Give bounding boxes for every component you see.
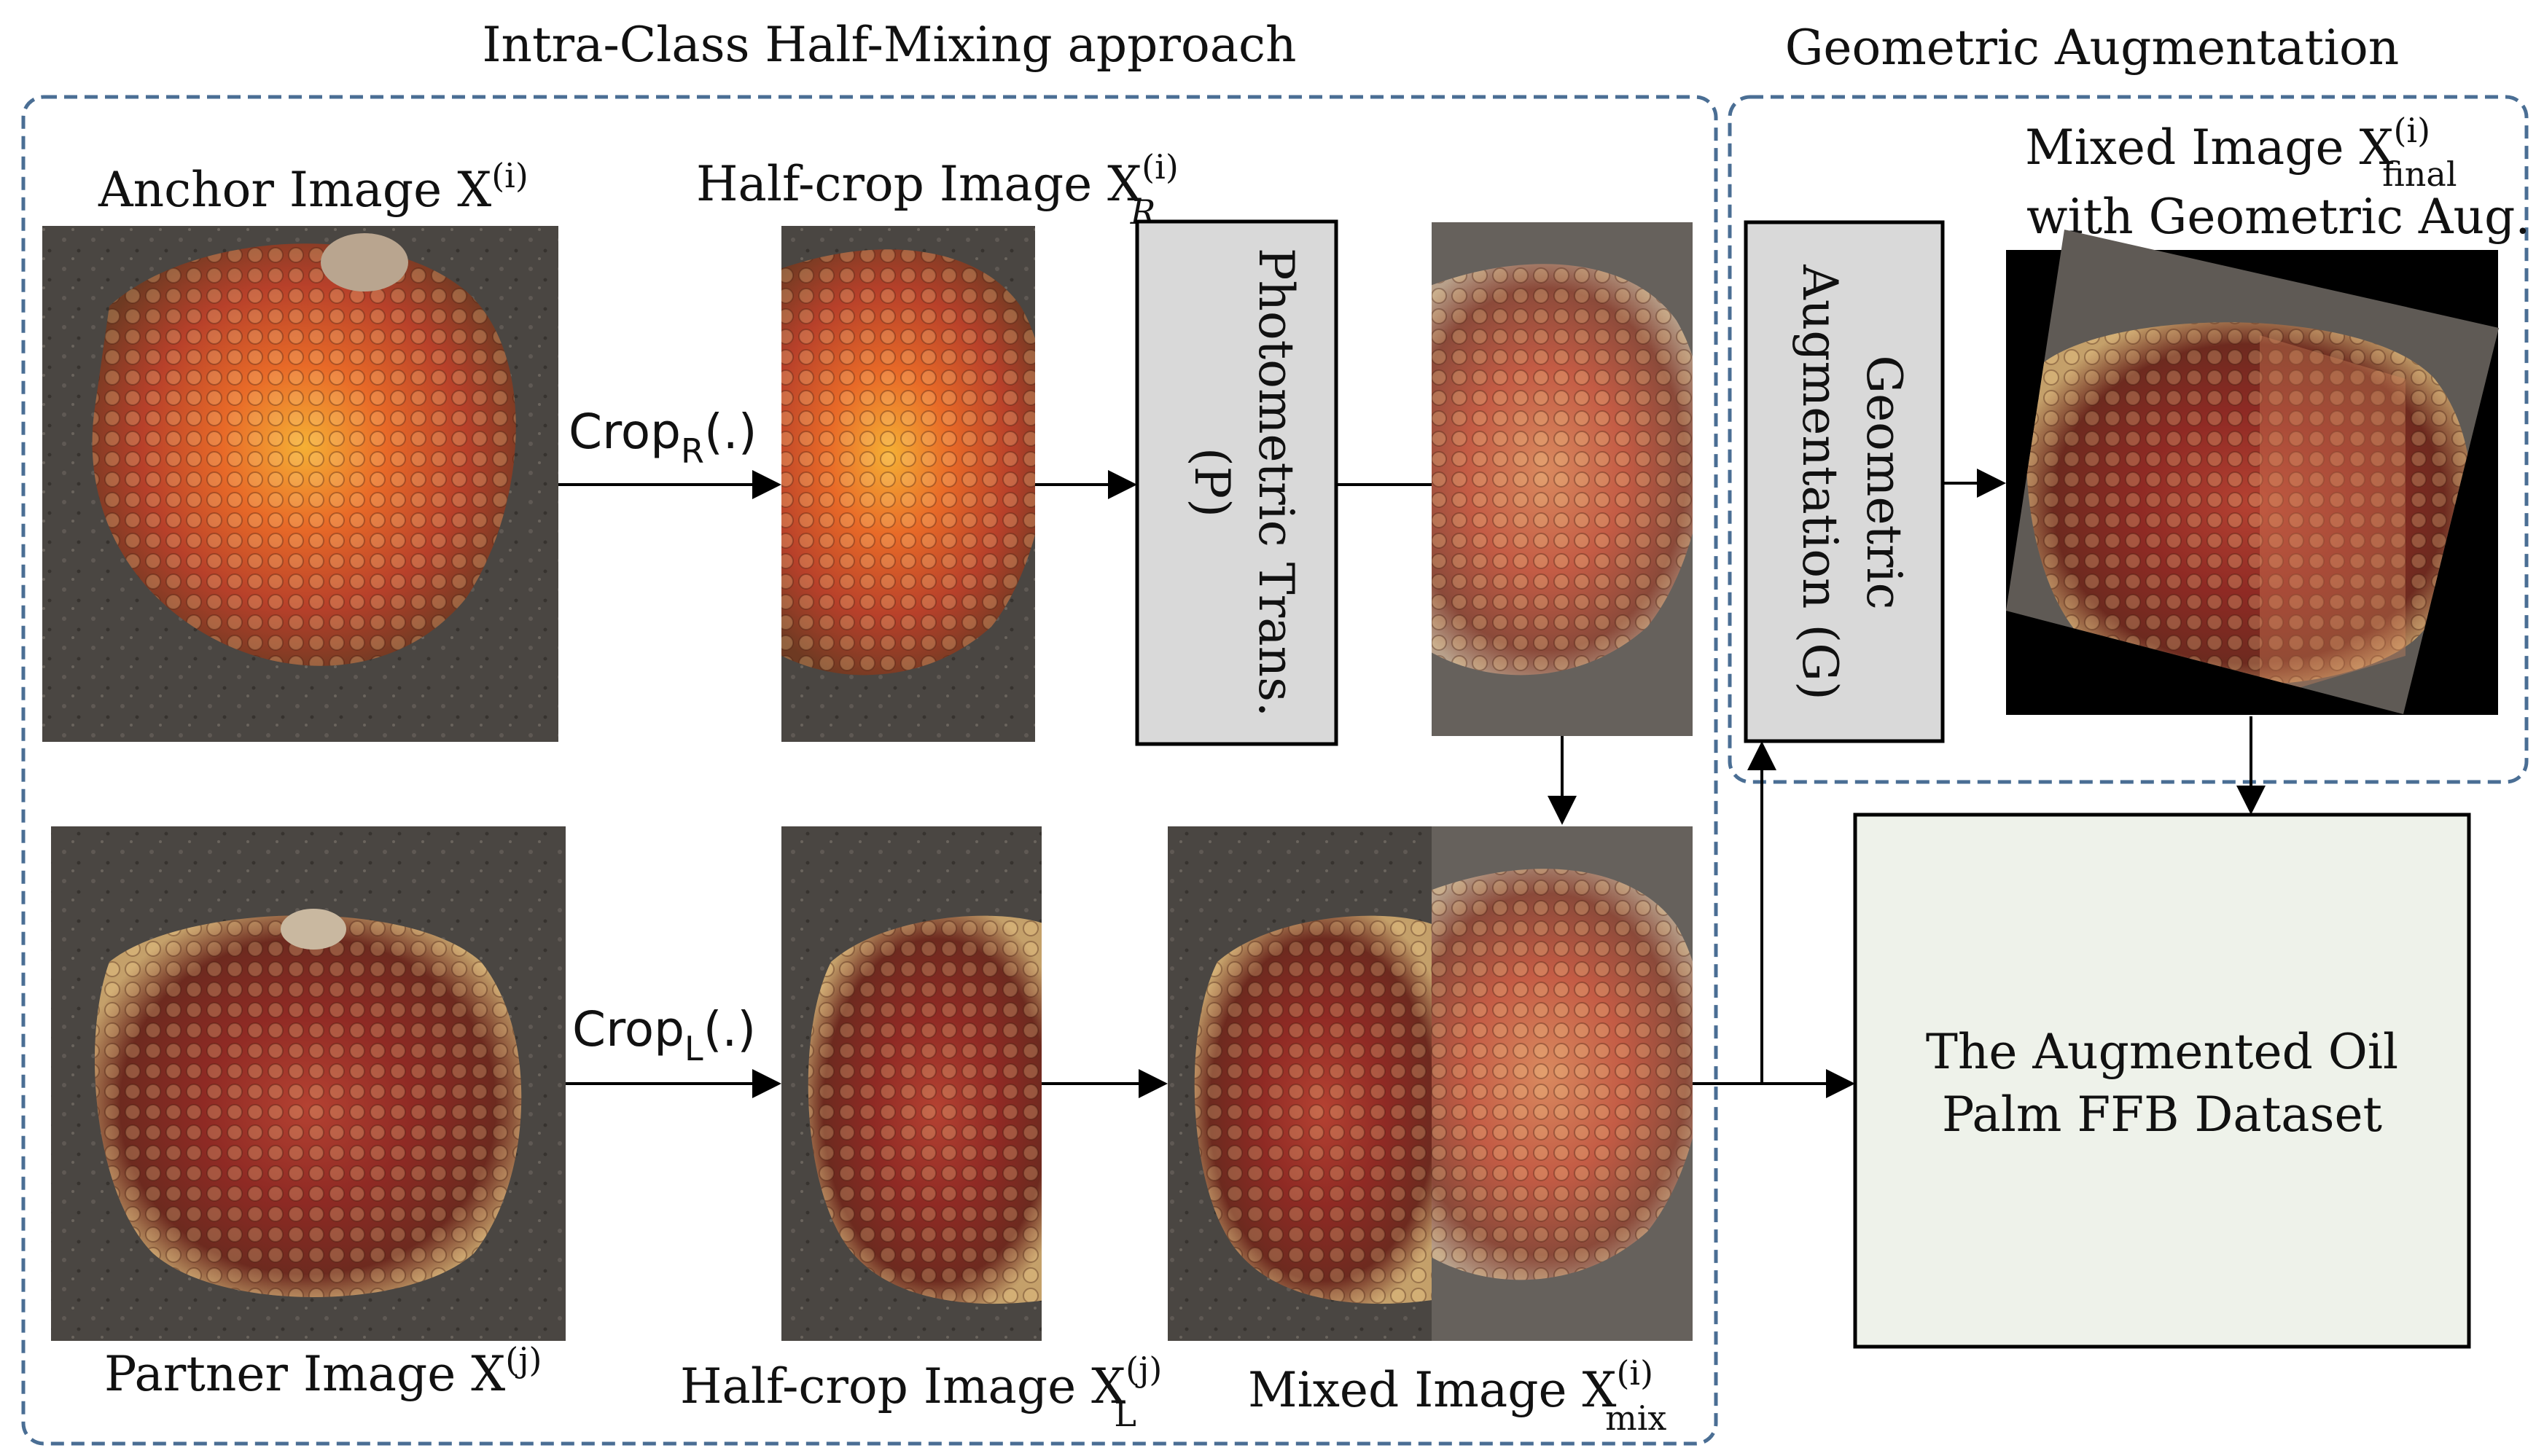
geometric-dashed-container bbox=[1728, 95, 2529, 784]
half-crop-r-image bbox=[781, 226, 1035, 742]
crop-l-label: CropL(.) bbox=[572, 1001, 756, 1068]
geometric-box-line1: Geometric bbox=[1856, 355, 1912, 609]
photometric-box-line2: (P) bbox=[1184, 447, 1240, 517]
half-crop-l-image bbox=[781, 826, 1042, 1341]
anchor-image-label: Anchor Image X(i) bbox=[98, 156, 528, 218]
intra-class-section-title: Intra-Class Half-Mixing approach bbox=[482, 17, 1296, 73]
intra-class-dashed-container bbox=[21, 95, 1718, 1446]
mixed-image-left-half bbox=[1168, 826, 1432, 1341]
half-crop-l-label: Half-crop Image X(j)L bbox=[680, 1350, 1162, 1434]
geometric-box-line2: Augmentation (G) bbox=[1792, 264, 1848, 700]
mixed-final-label-line1: Mixed Image X(i)final bbox=[2025, 111, 2457, 194]
geometric-section-title: Geometric Augmentation bbox=[1785, 20, 2400, 76]
half-crop-r-label: Half-crop Image X(i)R bbox=[696, 147, 1179, 232]
mixed-final-label-line2: with Geometric Aug. bbox=[2026, 189, 2530, 245]
crop-r-label: CropR(.) bbox=[569, 404, 757, 471]
dataset-box-line1: The Augmented Oil bbox=[1926, 1024, 2398, 1080]
augmented-dataset-box: The Augmented Oil Palm FFB Dataset bbox=[1853, 813, 2471, 1349]
mixed-image-label: Mixed Image X(i)mix bbox=[1248, 1353, 1666, 1438]
photometric-output-image bbox=[1432, 222, 1693, 736]
photometric-box-line1: Photometric Trans. bbox=[1248, 248, 1304, 717]
mixed-image-right-half bbox=[1432, 826, 1693, 1341]
dataset-box-line2: Palm FFB Dataset bbox=[1942, 1087, 2382, 1143]
final-augmented-image bbox=[2006, 230, 2499, 715]
photometric-transform-box: Photometric Trans. (P) bbox=[1135, 219, 1338, 746]
partner-image bbox=[51, 826, 566, 1341]
geometric-augmentation-box: Geometric Augmentation (G) bbox=[1744, 220, 1945, 743]
partner-image-label: Partner Image X(j) bbox=[104, 1340, 542, 1402]
anchor-image bbox=[42, 226, 558, 742]
